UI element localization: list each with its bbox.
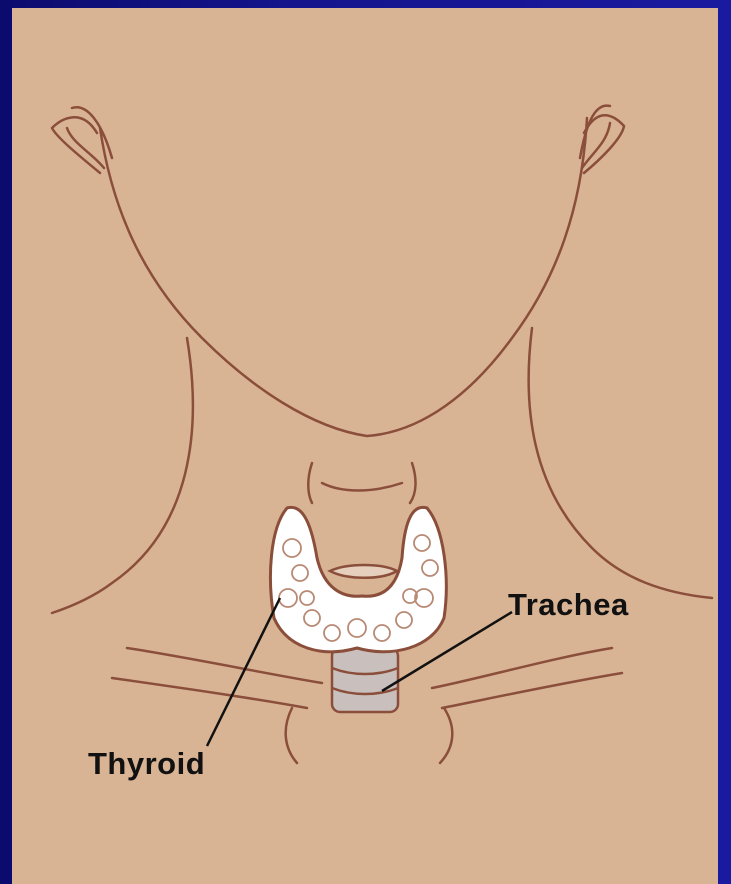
trachea (332, 648, 398, 712)
neck-right (529, 328, 712, 598)
left-collarbone (112, 648, 322, 708)
right-collarbone (432, 648, 622, 708)
left-ear (52, 117, 104, 173)
cricoid-ring (330, 565, 397, 578)
thyroid-gland (270, 507, 446, 651)
sternal-notch (286, 708, 453, 763)
trachea-label: Trachea (508, 587, 629, 623)
thyroid-pointer (207, 598, 280, 746)
neck-left (52, 338, 193, 613)
thyroid-label: Thyroid (88, 746, 205, 782)
face-outline (100, 118, 587, 436)
